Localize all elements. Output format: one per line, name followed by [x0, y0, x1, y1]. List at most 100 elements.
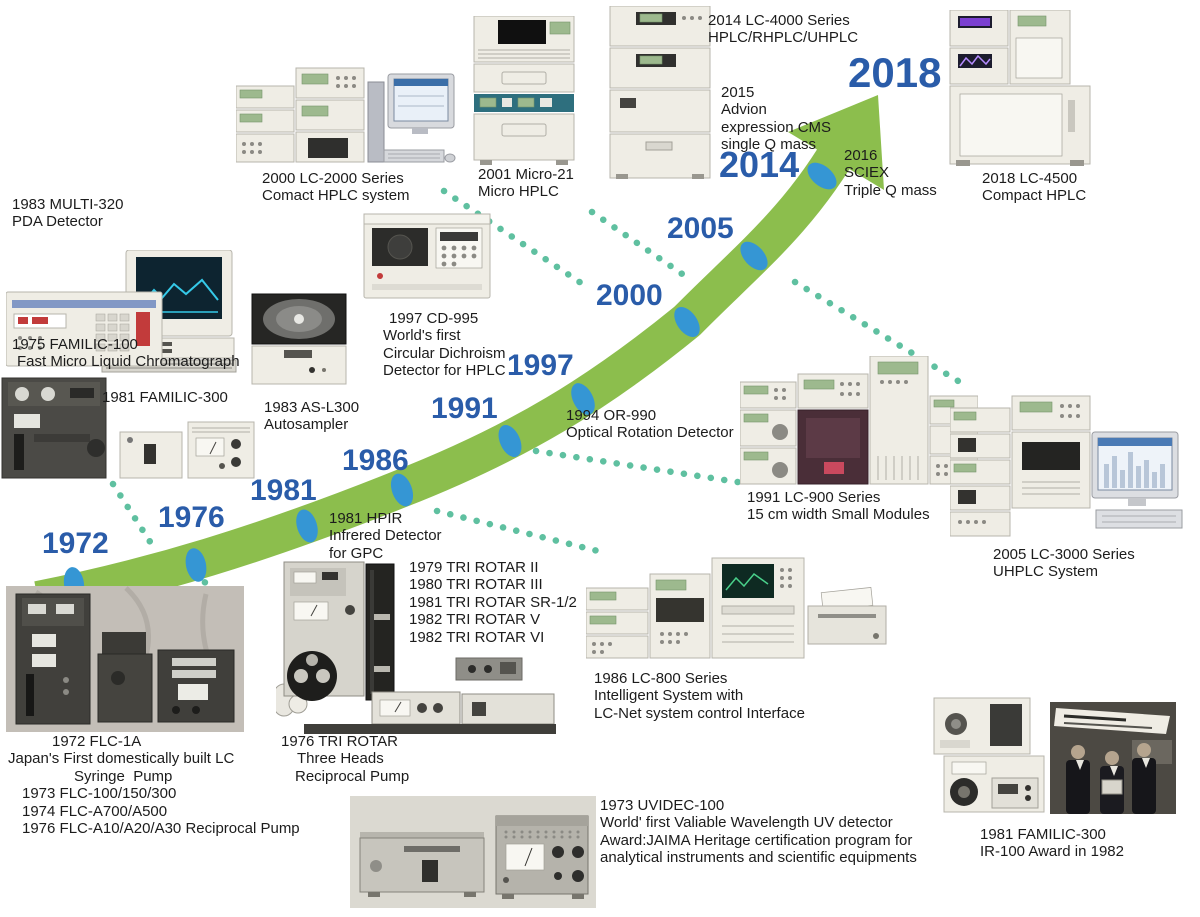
caption-sciex: 2016 SCIEX Triple Q mass [844, 147, 937, 199]
caption-line: 1982 TRI ROTAR V [409, 611, 541, 629]
cd995-product-image [362, 210, 494, 304]
caption-familic100: 1975 FAMILIC-100 Fast Micro Liquid Chrom… [12, 336, 240, 371]
lc900-product-image [740, 356, 978, 488]
caption-line: World's first [383, 327, 461, 345]
micro21-product-image [472, 16, 578, 166]
caption-line: Fast Micro Liquid Chromatograph [17, 353, 240, 371]
asl300-product-image [250, 292, 350, 388]
connector-familic100 [109, 480, 160, 555]
caption-line: 1983 MULTI-320 [12, 196, 124, 213]
caption-line: 2000 LC-2000 Series [262, 170, 404, 187]
caption-flc1a: 1972 FLC-1A Japan's First domestically b… [8, 733, 300, 837]
lc4500-product-image [946, 10, 1098, 170]
caption-line: 1973 FLC-100/150/300 [22, 785, 177, 803]
timeline-dot-1976 [185, 548, 207, 582]
caption-line: 2016 [844, 147, 878, 164]
lc800-product-image [586, 548, 890, 664]
caption-line: 1976 TRI ROTAR [281, 733, 398, 750]
caption-lc800: 1986 LC-800 Series Intelligent System wi… [594, 670, 805, 722]
year-label-2005: 2005 [667, 212, 734, 245]
caption-uvidec: 1973 UVIDEC-100 World' first Valiable Wa… [600, 797, 917, 867]
connector-lc800 [433, 507, 602, 555]
caption-line: HPLC/RHPLC/UHPLC [708, 29, 859, 47]
caption-line: 1981 FAMILIC-300 [980, 826, 1106, 843]
year-label-1976: 1976 [158, 501, 225, 534]
caption-trirotar-1976: 1976 TRI ROTAR Three Heads Reciprocal Pu… [281, 733, 409, 785]
caption-lc4500: 2018 LC-4500 Compact HPLC [982, 170, 1086, 205]
caption-line: analytical instruments and scientific eq… [600, 849, 917, 867]
year-label-2000: 2000 [596, 279, 663, 312]
caption-line: Three Heads [297, 750, 384, 768]
caption-line: SCIEX [844, 164, 890, 182]
caption-line: 2005 LC-3000 Series [993, 546, 1135, 563]
caption-line: Reciprocal Pump [295, 767, 410, 785]
caption-line: single Q mass [721, 136, 817, 154]
familic300-award-image [926, 696, 1182, 824]
flc1a-product-image [6, 586, 244, 732]
year-label-1972: 1972 [42, 527, 109, 560]
caption-hpir: 1981 HPIR Infrered Detector for GPC [329, 510, 442, 562]
caption-lc3000: 2005 LC-3000 Series UHPLC System [993, 546, 1135, 581]
caption-line: Advion [721, 101, 767, 119]
caption-line: 1975 FAMILIC-100 [12, 336, 138, 353]
year-label-1997: 1997 [507, 349, 574, 382]
caption-line: 1973 UVIDEC-100 [600, 797, 725, 814]
caption-line: 1997 CD-995 [389, 310, 479, 327]
year-label-1986: 1986 [342, 444, 409, 477]
caption-line: 1981 TRI ROTAR SR-1/2 [409, 593, 577, 611]
lc3000-product-image [950, 386, 1188, 548]
caption-line: Detector for HPLC [383, 362, 506, 380]
caption-line: PDA Detector [12, 213, 103, 231]
caption-line: 1981 FAMILIC-300 [102, 389, 228, 406]
caption-line: 2018 LC-4500 [982, 170, 1078, 187]
caption-familic300-award: 1981 FAMILIC-300 IR-100 Award in 1982 [980, 826, 1124, 861]
caption-line: LC-Net system control Interface [594, 704, 805, 722]
caption-line: World' first Valiable Wavelength UV dete… [600, 814, 893, 832]
caption-familic300: 1981 FAMILIC-300 [102, 389, 228, 406]
caption-asl300: 1983 AS-L300 Autosampler [264, 399, 359, 434]
caption-cd995: 1997 CD-995 World's first Circular Dichr… [383, 310, 506, 380]
year-label-1981: 1981 [250, 474, 317, 507]
caption-line: 1979 TRI ROTAR II [409, 559, 539, 576]
caption-line: 1982 TRI ROTAR VI [409, 628, 545, 646]
caption-line: Autosampler [264, 416, 349, 434]
caption-line: Optical Rotation Detector [566, 424, 734, 442]
caption-line: Micro HPLC [478, 183, 559, 201]
caption-line: 1981 HPIR [329, 510, 403, 527]
caption-line: IR-100 Award in 1982 [980, 843, 1124, 861]
caption-line: expression CMS [721, 118, 832, 136]
lc2000-product-image [236, 56, 456, 174]
caption-line: Japan's First domestically built LC [8, 750, 235, 768]
caption-line: 1980 TRI ROTAR III [409, 576, 543, 594]
caption-line: Intelligent System with [594, 687, 744, 705]
caption-line: 1986 LC-800 Series [594, 670, 728, 687]
caption-line: 2001 Micro-21 [478, 166, 574, 183]
caption-line: Award:JAIMA Heritage certification progr… [600, 831, 913, 849]
timeline-dot-1981 [296, 509, 318, 543]
timeline-dot-2000 [674, 306, 700, 338]
caption-line: Syringe Pump [74, 767, 173, 785]
timeline-dot-2014 [807, 162, 837, 190]
caption-line: Compact HPLC [982, 187, 1087, 205]
caption-line: Triple Q mass [844, 181, 937, 199]
connector-lc900 [532, 447, 748, 487]
caption-line: 1972 FLC-1A [52, 733, 142, 750]
caption-line: Circular Dichroism [383, 344, 506, 362]
year-label-1991: 1991 [431, 392, 498, 425]
caption-line: Infrered Detector [329, 527, 442, 545]
timeline-dot-2005 [740, 241, 768, 271]
timeline-dot-1991 [498, 424, 522, 458]
caption-line: 1991 LC-900 Series [747, 489, 881, 506]
caption-line: 1994 OR-990 [566, 407, 657, 424]
uvidec-product-image [346, 786, 600, 916]
caption-line: 1983 AS-L300 [264, 399, 360, 416]
caption-lc4000: 2014 LC-4000 Series HPLC/RHPLC/UHPLC [708, 12, 858, 47]
caption-line: UHPLC System [993, 563, 1099, 581]
caption-line: 15 cm width Small Modules [747, 506, 930, 524]
caption-lc900: 1991 LC-900 Series 15 cm width Small Mod… [747, 489, 930, 524]
caption-micro21: 2001 Micro-21 Micro HPLC [478, 166, 574, 201]
caption-line: Comact HPLC system [262, 187, 410, 205]
caption-or990: 1994 OR-990 Optical Rotation Detector [566, 407, 734, 442]
lc4000-product-image [606, 6, 714, 182]
